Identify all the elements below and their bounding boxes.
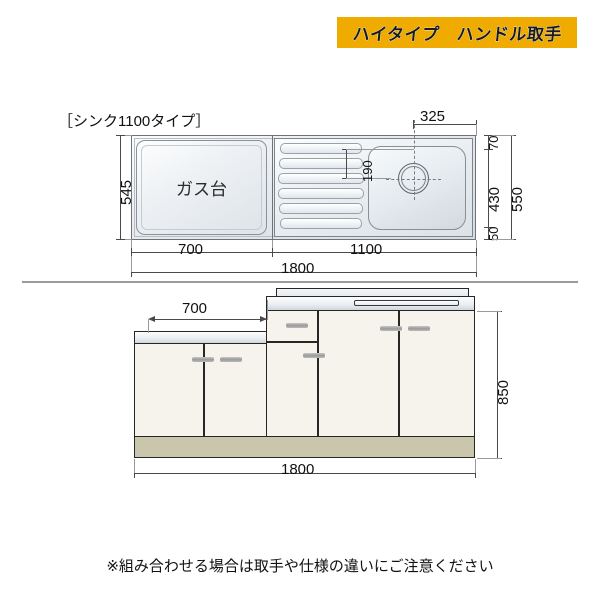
hob-sink-divider	[272, 135, 273, 240]
dim-label-hob-width: 700	[178, 241, 204, 258]
ext-line	[475, 459, 476, 473]
ext-line	[492, 239, 514, 240]
dim-tick	[116, 239, 125, 240]
ext-line	[477, 458, 501, 459]
dim-label-sink-width: 1100	[350, 241, 383, 258]
ext-line	[476, 124, 477, 136]
drain-rib	[279, 158, 363, 169]
dim-tick	[116, 135, 125, 136]
dim-label-hob-cabinet-width: 700	[182, 300, 208, 317]
section-divider	[22, 281, 578, 283]
dim-tick	[484, 135, 493, 136]
dim-label-total-depth: 550	[509, 186, 526, 212]
banner-label: ハイタイプ ハンドル取手	[351, 25, 563, 45]
dim-line-700	[131, 252, 272, 253]
cabinet-sink-side-body	[266, 310, 475, 438]
dim-tick	[272, 248, 273, 257]
dim-tick	[131, 268, 132, 277]
dim-line-325	[413, 124, 476, 125]
product-type-banner: ハイタイプ ハンドル取手	[337, 17, 577, 48]
door-divider-mid	[317, 311, 319, 437]
ext-line	[476, 256, 477, 272]
dim-tick	[484, 149, 493, 150]
handle-door-1	[192, 357, 214, 362]
dim-line-50	[488, 227, 489, 240]
dim-line-1800-elev	[134, 473, 475, 474]
dim-arrow-left	[148, 316, 155, 322]
dim-label-faucet-offset-x: 325	[420, 108, 446, 125]
drain-board	[278, 143, 366, 232]
ext-line	[492, 135, 514, 136]
footer-note: ※組み合わせる場合は取手や仕様の違いにご注意ください	[106, 558, 494, 575]
dim-label-rear-ledge: 70	[486, 135, 501, 150]
ext-line	[477, 311, 501, 312]
dim-label-basin-depth: 430	[486, 186, 503, 212]
ext-line	[131, 256, 132, 272]
dim-tick	[484, 239, 493, 240]
gas-hob-label: ガス台	[176, 180, 227, 199]
dim-line-1800-top	[131, 272, 476, 273]
handle-door-3	[303, 353, 325, 358]
dim-tick	[476, 268, 477, 277]
dim-line-545	[120, 135, 121, 240]
drain-centerline-vertical	[413, 120, 415, 200]
door-divider-left	[203, 344, 205, 438]
dim-label-depth-left: 545	[118, 179, 135, 205]
dim-arrow-right	[260, 316, 267, 322]
drain-rib	[280, 143, 362, 154]
handle-drawer	[286, 323, 308, 328]
ext-line	[148, 319, 149, 333]
ext-line	[118, 239, 132, 240]
handle-door-2	[220, 357, 242, 362]
dim-label-total-width-top: 1800	[281, 260, 315, 277]
drain-rib	[279, 203, 363, 214]
dim-label-total-width-elev: 1800	[281, 461, 315, 478]
drain-rib	[280, 218, 362, 229]
dim-line-430	[488, 149, 489, 227]
handle-door-4	[380, 326, 402, 331]
dim-line-70	[488, 135, 489, 149]
dim-tick	[131, 248, 132, 257]
dim-tick	[134, 469, 135, 478]
dim-label-total-height: 850	[495, 379, 512, 405]
ext-line	[267, 300, 268, 320]
dim-line-550	[511, 135, 512, 240]
door-divider-right	[398, 311, 400, 437]
dim-tick	[484, 227, 493, 228]
dim-tick	[413, 120, 414, 129]
dim-tick	[475, 469, 476, 478]
dim-label-faucet-offset-y: 190	[360, 160, 375, 182]
dim-line-850	[497, 311, 498, 458]
plinth-base	[134, 436, 475, 458]
sink-type-title: ［シンク1100タイプ］	[58, 113, 211, 130]
dim-tick	[476, 248, 477, 257]
drain-rib	[278, 188, 364, 199]
dim-line-1100	[272, 252, 476, 253]
handle-door-5	[408, 326, 430, 331]
ext-line	[346, 178, 391, 179]
dim-line-190	[346, 149, 347, 179]
ext-line	[346, 149, 414, 150]
gas-hob-inner-edge	[141, 145, 262, 230]
ext-line	[134, 459, 135, 473]
faucet-ledge	[354, 300, 459, 306]
gas-hob-plate	[136, 140, 267, 235]
ext-line	[118, 135, 132, 136]
drawer-divider	[267, 341, 317, 343]
dim-line-700-elev	[155, 319, 267, 320]
